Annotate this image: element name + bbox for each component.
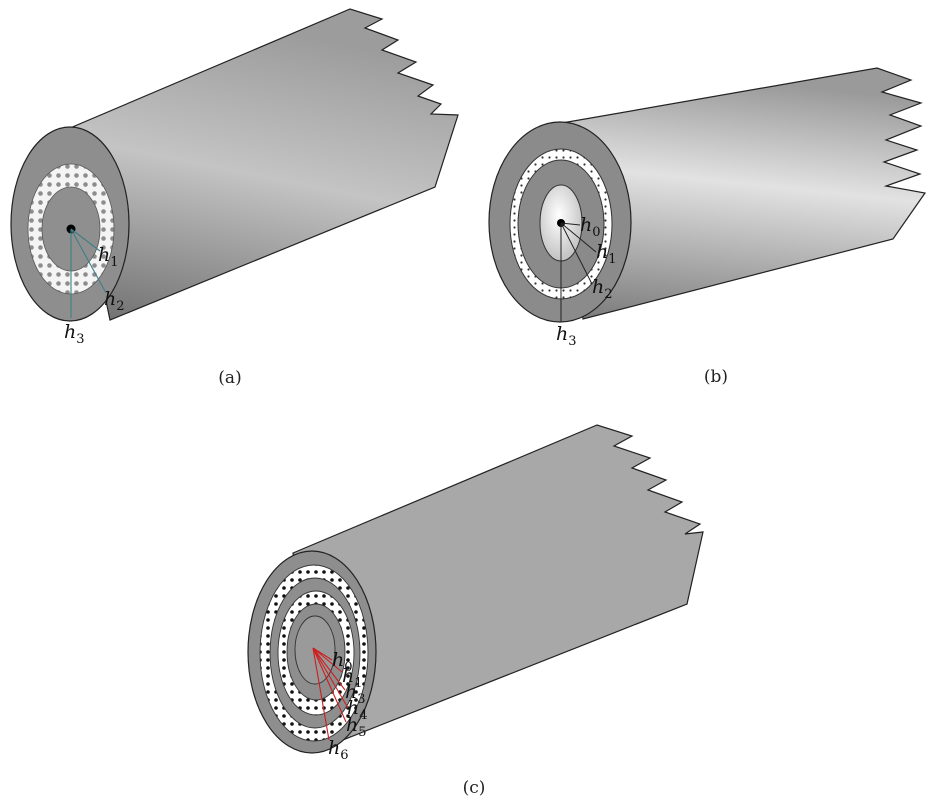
label-h1-c: h1 xyxy=(342,665,363,691)
label-h1-a: h1 xyxy=(98,244,119,270)
label-h3-b: h3 xyxy=(556,323,577,349)
leader-lines-c xyxy=(312,647,349,741)
panel-b: h0 h1 h2 h3 (b) xyxy=(488,67,927,387)
label-h0-b: h0 xyxy=(580,214,601,240)
leader-lines-b xyxy=(560,222,597,322)
pipe-c-body xyxy=(292,424,704,750)
label-h6-c: h6 xyxy=(328,737,349,763)
pipe-b-body xyxy=(561,67,927,320)
panel-c: h0 h1 h3 h4 h5 h6 (c) xyxy=(247,424,704,798)
label-h3-c: h3 xyxy=(345,681,366,707)
label-h3-a: h3 xyxy=(64,321,85,347)
label-h5-c: h5 xyxy=(346,714,367,740)
caption-a: (a) xyxy=(218,368,241,388)
leader-lines-a xyxy=(70,228,107,318)
label-h1-b: h1 xyxy=(596,241,617,267)
pipe-a-body xyxy=(69,8,459,321)
pipe-c-end-face xyxy=(247,550,377,754)
label-h2-a: h2 xyxy=(104,288,125,314)
label-h4-c: h4 xyxy=(347,697,368,723)
caption-c: (c) xyxy=(463,778,486,798)
label-h0-c: h0 xyxy=(332,649,353,675)
panel-a: h1 h2 h3 (a) xyxy=(10,8,459,388)
caption-b: (b) xyxy=(704,367,728,387)
label-h2-b: h2 xyxy=(592,276,613,302)
